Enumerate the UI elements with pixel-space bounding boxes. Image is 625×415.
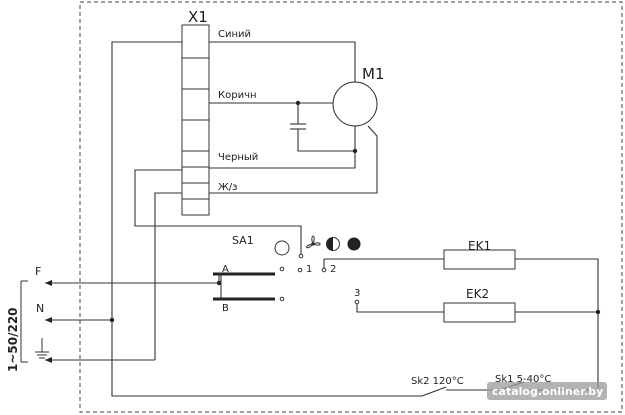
wire-label-brown: Коричн (218, 90, 257, 101)
heater-1-label: EK1 (468, 239, 491, 253)
thermostat-sk2-contact (421, 386, 447, 397)
wire-heater2 (356, 304, 444, 313)
power-supply: 1~50/220 F N (6, 265, 222, 372)
wire-blue (209, 41, 356, 82)
ground-icon (35, 338, 49, 359)
wire-black (209, 126, 356, 169)
filled-circle-icon (347, 237, 361, 251)
wire-thermostat-return (111, 320, 422, 397)
wire-label-black: Черный (218, 152, 258, 163)
wire-label-blue: Синий (218, 29, 251, 40)
wire-neutral-feed (111, 41, 182, 320)
neutral-label: N (36, 302, 44, 315)
watermark: catalog.onliner.by (487, 382, 607, 400)
wire-switch-common (134, 169, 302, 254)
terminal-block-title: X1 (188, 8, 208, 26)
switch-position-3: 3 (354, 288, 360, 299)
motor-label: M1 (362, 65, 385, 83)
enclosure-outline (79, 1, 623, 413)
heater-ek2: EK2 (443, 287, 516, 323)
fan-icon (306, 235, 321, 249)
switch-position-1: 1 (306, 264, 312, 275)
contact-a-label: A (222, 264, 229, 275)
heater-ek1: EK1 (443, 239, 516, 270)
phase-label: F (35, 265, 41, 278)
switch-label: SA1 (232, 234, 254, 247)
heater-2-label: EK2 (466, 287, 489, 301)
switch-position-2: 2 (330, 264, 336, 275)
watermark-text: catalog.onliner.by (492, 385, 603, 398)
heater-2-element (443, 302, 516, 323)
capacitor-icon (290, 103, 355, 152)
thermostat-sk1-label: Sk1 5-40°C (495, 374, 551, 385)
switch-sa1: SA1 A B 1 2 3 (213, 234, 361, 314)
motor-m1: M1 (332, 65, 385, 127)
thermostat-sk2-label: Sk2 120°C (411, 376, 464, 387)
terminal-block-x1: X1 Синий Коричн Черный Ж/з (181, 8, 258, 216)
supply-voltage-label: 1~50/220 (6, 307, 20, 372)
half-circle-icon (326, 237, 340, 251)
motor-symbol (332, 81, 378, 127)
knob-icon (274, 240, 290, 256)
contact-b-label: B (222, 303, 229, 314)
wire-ground-feed (154, 192, 182, 360)
wire-yellow-green (209, 125, 378, 194)
wire-label-yellow-green: Ж/з (218, 182, 237, 193)
